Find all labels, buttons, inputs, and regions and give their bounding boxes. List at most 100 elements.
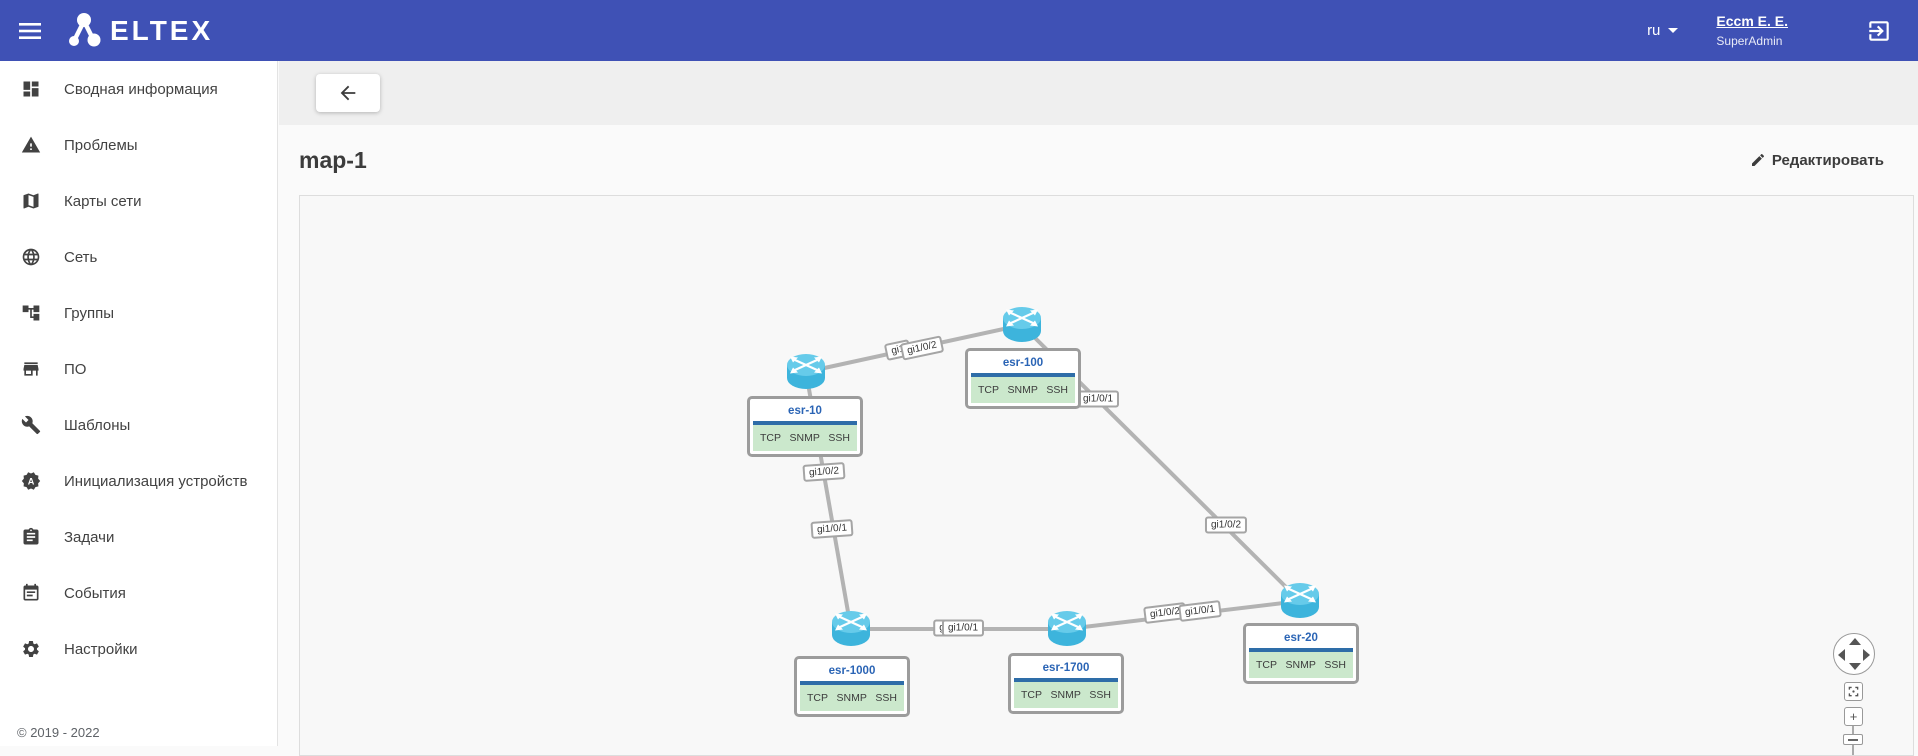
- tasks-clipboard-icon: [20, 526, 42, 548]
- fit-view-button[interactable]: [1844, 682, 1863, 701]
- sidebar-item-templates[interactable]: Шаблоны: [0, 397, 277, 453]
- globe-icon: [20, 246, 42, 268]
- router-node-esr-10[interactable]: [783, 352, 829, 392]
- device-name: esr-10: [753, 402, 857, 421]
- router-node-esr-100[interactable]: [999, 305, 1045, 345]
- link-label: gi1/0/2: [1205, 517, 1247, 534]
- protocol-badge: TCP: [760, 432, 781, 444]
- map-toolbar: [279, 61, 1918, 125]
- user-menu[interactable]: Eccm E. E. SuperAdmin: [1716, 13, 1788, 48]
- sidebar-item-label: Группы: [64, 305, 114, 322]
- device-protocols: TCP SNMP SSH: [753, 425, 857, 451]
- sidebar-item-label: Проблемы: [64, 137, 138, 154]
- sidebar-item-label: Сеть: [64, 249, 97, 266]
- sidebar-item-label: Шаблоны: [64, 417, 130, 434]
- settings-gear-icon: [20, 638, 42, 660]
- protocol-badge: SSH: [828, 432, 850, 444]
- link-label: gi1/0/2: [802, 462, 845, 482]
- user-name: Eccm E. E.: [1716, 13, 1788, 29]
- top-bar: ELTEX ru Eccm E. E. SuperAdmin: [0, 0, 1918, 61]
- protocol-badge: SSH: [1089, 689, 1111, 701]
- sidebar-item-network-maps[interactable]: Карты сети: [0, 173, 277, 229]
- menu-icon[interactable]: [8, 9, 52, 53]
- eltex-molecule-icon: [66, 11, 102, 51]
- zoom-slider-handle[interactable]: [1843, 734, 1863, 745]
- device-card-esr-1000[interactable]: esr-1000 TCP SNMP SSH: [794, 656, 910, 717]
- main-content: map-1 Редактировать gi1 gi1/0/2 gi1/0/1 …: [279, 61, 1918, 746]
- sidebar-item-label: Карты сети: [64, 193, 142, 210]
- sidebar-item-label: Сводная информация: [64, 81, 218, 98]
- protocol-badge: SNMP: [1008, 384, 1038, 396]
- groups-tree-icon: [20, 302, 42, 324]
- pan-right-icon[interactable]: [1863, 649, 1870, 661]
- copyright: © 2019 - 2022: [17, 725, 100, 740]
- edit-map-button[interactable]: Редактировать: [1750, 152, 1884, 169]
- device-card-esr-10[interactable]: esr-10 TCP SNMP SSH: [747, 396, 863, 457]
- network-map-canvas[interactable]: gi1 gi1/0/2 gi1/0/1 gi1/0/2 gi1/0/2 gi1/…: [299, 195, 1914, 756]
- wrench-icon: [20, 414, 42, 436]
- protocol-badge: SNMP: [837, 692, 867, 704]
- protocol-badge: SNMP: [1286, 659, 1316, 671]
- protocol-badge: TCP: [978, 384, 999, 396]
- edit-map-label: Редактировать: [1772, 152, 1884, 169]
- page-title: map-1: [299, 147, 367, 174]
- back-button[interactable]: [316, 74, 380, 112]
- sidebar-item-tasks[interactable]: Задачи: [0, 509, 277, 565]
- router-node-esr-20[interactable]: [1277, 581, 1323, 621]
- protocol-badge: TCP: [1256, 659, 1277, 671]
- pencil-icon: [1750, 152, 1766, 168]
- router-node-esr-1700[interactable]: [1044, 609, 1090, 649]
- user-role: SuperAdmin: [1716, 34, 1788, 48]
- device-card-esr-20[interactable]: esr-20 TCP SNMP SSH: [1243, 623, 1359, 684]
- language-value: ru: [1647, 22, 1660, 39]
- device-card-esr-1700[interactable]: esr-1700 TCP SNMP SSH: [1008, 653, 1124, 714]
- protocol-badge: SSH: [1046, 384, 1068, 396]
- router-node-esr-1000[interactable]: [828, 609, 874, 649]
- pan-left-icon[interactable]: [1838, 649, 1845, 661]
- sidebar-item-device-init[interactable]: A Инициализация устройств: [0, 453, 277, 509]
- warning-icon: [20, 134, 42, 156]
- sidebar-item-groups[interactable]: Группы: [0, 285, 277, 341]
- sidebar-item-label: ПО: [64, 361, 86, 378]
- protocol-badge: TCP: [1021, 689, 1042, 701]
- device-protocols: TCP SNMP SSH: [1014, 682, 1118, 708]
- language-selector[interactable]: ru: [1647, 22, 1678, 39]
- sidebar-item-network[interactable]: Сеть: [0, 229, 277, 285]
- sidebar-item-summary[interactable]: Сводная информация: [0, 61, 277, 117]
- sidebar-item-label: Инициализация устройств: [64, 473, 247, 490]
- logout-icon[interactable]: [1866, 18, 1892, 44]
- pan-down-icon[interactable]: [1849, 663, 1861, 670]
- fit-view-icon: [1848, 686, 1859, 697]
- map-icon: [20, 190, 42, 212]
- pan-compass[interactable]: [1833, 633, 1875, 675]
- device-name: esr-1000: [800, 662, 904, 681]
- brand-text: ELTEX: [110, 15, 213, 47]
- protocol-badge: SNMP: [790, 432, 820, 444]
- protocol-badge: SNMP: [1051, 689, 1081, 701]
- device-name: esr-20: [1249, 629, 1353, 648]
- device-protocols: TCP SNMP SSH: [971, 377, 1075, 403]
- protocol-badge: TCP: [807, 692, 828, 704]
- arrow-left-icon: [337, 82, 359, 104]
- sidebar-item-settings[interactable]: Настройки: [0, 621, 277, 677]
- link-label: gi1/0/1: [810, 519, 853, 539]
- link-label: gi1/0/1: [1077, 391, 1119, 408]
- device-card-esr-100[interactable]: esr-100 TCP SNMP SSH: [965, 348, 1081, 409]
- firmware-store-icon: [20, 358, 42, 380]
- sidebar-item-firmware[interactable]: ПО: [0, 341, 277, 397]
- sidebar-item-events[interactable]: События: [0, 565, 277, 621]
- sidebar-item-label: Настройки: [64, 641, 138, 658]
- device-protocols: TCP SNMP SSH: [1249, 652, 1353, 678]
- sidebar-item-problems[interactable]: Проблемы: [0, 117, 277, 173]
- device-init-badge-icon: A: [20, 470, 42, 492]
- device-name: esr-100: [971, 354, 1075, 373]
- pan-up-icon[interactable]: [1849, 638, 1861, 645]
- protocol-badge: SSH: [875, 692, 897, 704]
- zoom-in-button[interactable]: +: [1844, 707, 1863, 726]
- eltex-logo: ELTEX: [66, 11, 213, 51]
- device-protocols: TCP SNMP SSH: [800, 685, 904, 711]
- dashboard-icon: [20, 78, 42, 100]
- link-label: gi1/0/1: [942, 620, 984, 637]
- events-calendar-icon: [20, 582, 42, 604]
- chevron-down-icon: [1668, 28, 1678, 33]
